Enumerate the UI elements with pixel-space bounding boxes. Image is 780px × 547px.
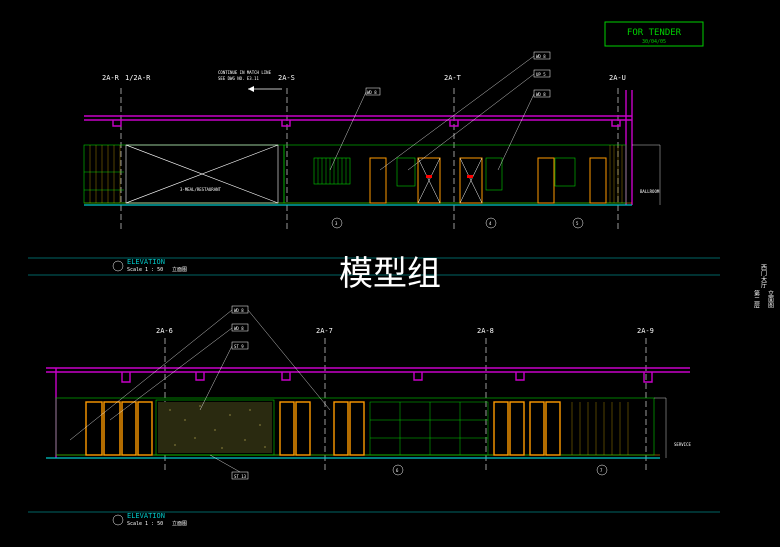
ballroom-label: BALLROOM (640, 189, 660, 194)
grid-label-2a-t: 2A-T (444, 74, 462, 82)
callout-4: 4 (489, 221, 492, 226)
match-note-line1: CONTINUE IN MATCH LINE (218, 70, 272, 75)
service-label: SERVICE (674, 442, 691, 447)
tag-up: UP 5 (536, 72, 546, 77)
grid-label-2a-9: 2A-9 (637, 327, 654, 335)
top-elevation-scale: Scale 1 : 50 (127, 267, 163, 273)
stamp-title: FOR TENDER (627, 28, 682, 38)
tag-bottom-st-2: ST 13 (234, 474, 247, 479)
tag-bottom-wd-1: WD 8 (234, 308, 244, 313)
watermark: 模型组 (339, 254, 441, 294)
grid-label-1-2a-r: 1/2A-R (125, 74, 151, 82)
stone-speckle (169, 405, 266, 449)
match-note-line2: SEE DWG NO. E3.11 (218, 76, 260, 81)
bottom-elevation-scale: Scale 1 : 50 (127, 521, 163, 527)
tag-wd-3: WD 8 (536, 92, 546, 97)
area-label-restaurant: 3-MEAL/RESTAURANT (180, 187, 222, 192)
bottom-elevation: 2A-6 2A-7 2A-8 2A-9 (28, 305, 720, 527)
callout-7: 7 (600, 468, 603, 473)
stamp-date: 30/04/05 (642, 39, 666, 45)
grid-label-2a-8: 2A-8 (477, 327, 494, 335)
tag-bottom-st-1: ST 9 (234, 344, 244, 349)
bottom-elevation-scale-cn: 立面图 (172, 520, 187, 527)
top-elevation: 2A-R 1/2A-R 2A-S 2A-T 2A-U CONTINUE IN M… (28, 51, 720, 276)
grid-label-2a-6: 2A-6 (156, 327, 173, 335)
callout-5: 5 (576, 221, 579, 226)
tender-stamp: FOR TENDER 30/04/05 (604, 21, 704, 47)
top-elevation-title: ELEVATION (127, 258, 165, 266)
tag-wd-2: WD 8 (536, 54, 546, 59)
grid-label-2a-7: 2A-7 (316, 327, 333, 335)
bottom-elevation-title: ELEVATION (127, 512, 165, 520)
callout-6: 6 (396, 468, 399, 473)
side-note: 第二层 西门大厅 立面图 (753, 264, 774, 309)
svg-text:立面图: 立面图 (767, 289, 774, 309)
tag-bottom-wd-2: WD 8 (234, 326, 244, 331)
grid-label-2a-s: 2A-S (278, 74, 295, 82)
grid-label-2a-r: 2A-R (102, 74, 120, 82)
top-elevation-scale-cn: 立面图 (172, 266, 187, 273)
callout-3: 3 (335, 221, 338, 226)
svg-text:第二层: 第二层 (753, 289, 760, 309)
svg-text:西门大厅: 西门大厅 (760, 264, 767, 288)
tag-wd-1: WD 8 (367, 90, 377, 95)
grid-label-2a-u: 2A-U (609, 74, 626, 82)
